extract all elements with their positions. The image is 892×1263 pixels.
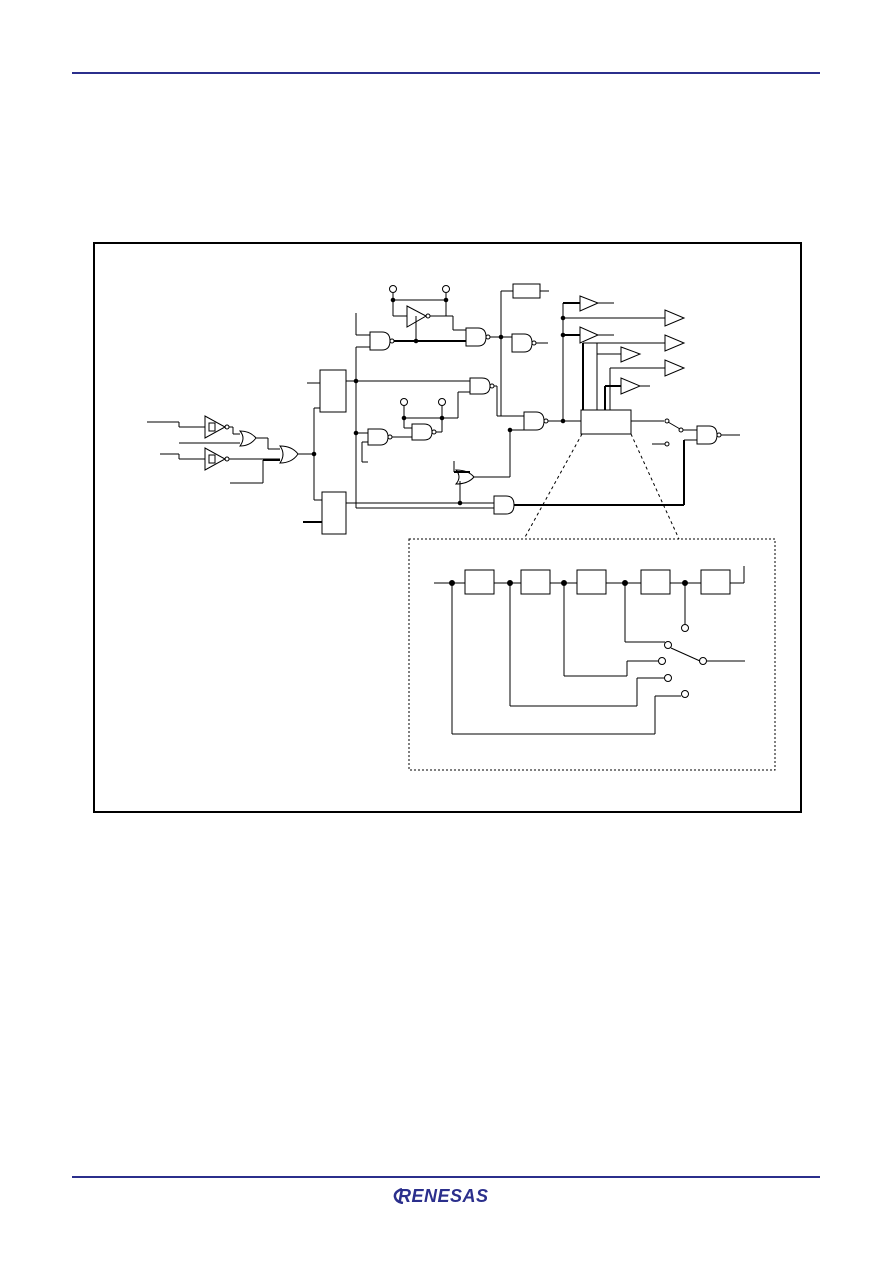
buffer-out-2 xyxy=(664,309,686,327)
terminal-mid-2 xyxy=(438,398,446,406)
switch-contact-1 xyxy=(664,418,670,424)
buffer-out-6 xyxy=(664,359,686,377)
terminal-mid-1 xyxy=(400,398,408,406)
or-gate-2 xyxy=(279,445,299,464)
terminal-top-1 xyxy=(389,285,397,293)
buffer-out-4 xyxy=(664,334,686,352)
selector-pivot xyxy=(699,657,707,665)
buffer-out-1 xyxy=(579,295,600,312)
buffer-out-7 xyxy=(620,377,642,395)
logo-text: RENESAS xyxy=(398,1186,489,1206)
and-gate-top-1 xyxy=(369,331,391,351)
and-gate-mid-1 xyxy=(469,377,491,395)
and-gate-bottom xyxy=(493,495,515,515)
stage-block-2 xyxy=(520,569,551,595)
and-gate-output xyxy=(696,425,718,445)
tap-contact-3 xyxy=(658,657,666,665)
header-rule xyxy=(72,72,820,74)
diagram-frame xyxy=(93,242,802,813)
stage-block-4 xyxy=(640,569,671,595)
stage-block-1 xyxy=(464,569,495,595)
tap-contact-5 xyxy=(681,624,689,632)
inset-box xyxy=(408,538,776,771)
terminal-top-2 xyxy=(442,285,450,293)
or-gate-1 xyxy=(238,430,257,447)
footer-rule xyxy=(72,1176,820,1178)
resistor-block xyxy=(512,283,541,299)
latch-block-1 xyxy=(319,369,347,413)
stage-block-5 xyxy=(700,569,731,595)
stage-block-3 xyxy=(576,569,607,595)
or-gate-lower xyxy=(454,469,475,485)
tap-contact-2 xyxy=(664,674,672,682)
and-gate-mid-3 xyxy=(411,423,433,441)
buffer-out-3 xyxy=(579,326,600,344)
tap-contact-4 xyxy=(664,641,672,649)
and-gate-counter-in xyxy=(523,411,545,431)
tap-contact-1 xyxy=(681,690,689,698)
latch-block-2 xyxy=(321,491,347,535)
and-gate-mid-2 xyxy=(367,428,389,446)
schmitt-buffer-1 xyxy=(204,415,230,439)
switch-contact-2 xyxy=(664,441,670,447)
and-gate-top-2 xyxy=(465,327,487,347)
and-gate-top-3 xyxy=(511,333,533,353)
counter-block xyxy=(580,409,632,435)
buffer-out-5 xyxy=(620,346,642,363)
inverter-top xyxy=(406,305,428,328)
schmitt-buffer-2 xyxy=(204,447,230,471)
renesas-logo: RENESAS xyxy=(392,1186,500,1208)
logo-swoosh-icon xyxy=(393,1188,404,1204)
